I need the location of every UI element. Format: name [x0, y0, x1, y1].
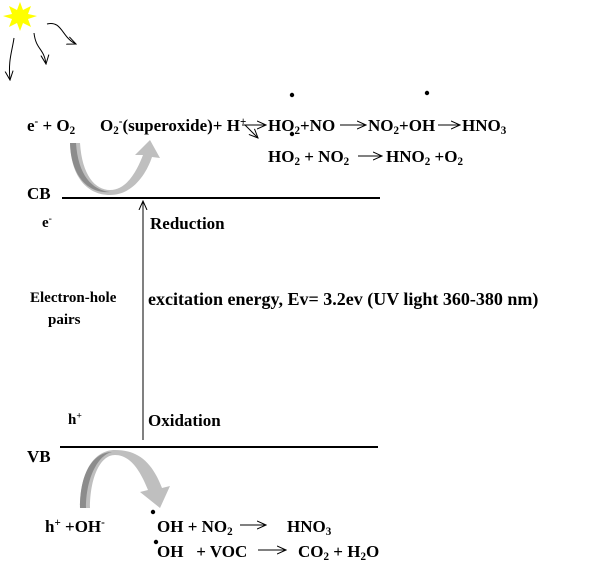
formula-segment: 2	[113, 124, 119, 137]
formula-segment: 2	[294, 155, 300, 168]
formula-segment: +O	[430, 147, 458, 166]
formula-segment: +	[76, 410, 82, 422]
formula-co2-h2o: CO2 + H2O	[298, 542, 380, 563]
hole-label: h+	[68, 410, 82, 428]
electron-transfer-arrow	[70, 140, 160, 195]
formula-segment: (superoxide)+ H	[122, 116, 240, 135]
formula-segment: h	[45, 517, 55, 536]
formula-segment: 2	[393, 124, 400, 137]
formula-hno3-bottom: HNO3	[287, 517, 332, 538]
reduction-label: Reduction	[150, 214, 225, 233]
formula-segment: HNO	[462, 116, 501, 135]
formula-segment: +	[54, 516, 61, 529]
formula-segment: HNO	[287, 517, 326, 536]
formula-segment: + O	[38, 116, 70, 135]
formula-segment: HO	[268, 116, 295, 135]
radical-dot	[289, 131, 295, 137]
hole-transfer-arrow	[80, 450, 170, 508]
formula-segment: +OH	[60, 517, 102, 536]
formula-ho2-no2: HO2 + NO2	[268, 147, 350, 168]
formula-ho2-no: HO2+NO	[268, 116, 336, 137]
pairs-label: pairs	[48, 312, 81, 328]
formula-segment: + NO	[299, 147, 344, 166]
light-ray-icon	[9, 37, 15, 80]
formula-h-oh: h+ +OH-	[45, 516, 105, 536]
electron-hole-label: Electron-hole	[30, 290, 117, 306]
formula-e-o2: e- + O2	[27, 115, 76, 137]
formula-segment: O	[100, 116, 114, 135]
formula-segment: e	[42, 215, 49, 231]
formula-segment: NO	[368, 116, 394, 135]
formula-no2-oh: NO2+OH	[368, 116, 436, 137]
formula-segment: O	[365, 542, 380, 561]
electron-label: e-	[42, 213, 52, 231]
formula-segment: -	[34, 115, 39, 128]
cb-label: CB	[27, 184, 51, 203]
radical-dot	[150, 509, 156, 515]
formula-segment: HNO	[386, 147, 425, 166]
oxidation-label: Oxidation	[148, 411, 221, 430]
formula-segment: h	[68, 412, 77, 428]
formula-segment: 2	[343, 155, 350, 168]
formula-oh-no2: OH + NO2	[157, 517, 233, 538]
radical-dot	[289, 92, 295, 98]
formula-segment: OH + VOC	[157, 542, 248, 561]
formula-segment: +	[239, 115, 247, 128]
formula-hno3: HNO3	[462, 116, 507, 137]
vb-label: VB	[27, 447, 51, 466]
formula-segment: +NO	[299, 116, 336, 135]
formula-segment: 2	[294, 124, 300, 137]
formula-segment: CO	[298, 542, 324, 561]
formula-segment: 3	[325, 525, 332, 538]
radical-dot	[424, 90, 430, 96]
formula-segment: e	[27, 116, 35, 135]
formula-segment: -	[118, 115, 123, 128]
formula-segment: -	[101, 516, 105, 529]
excitation-energy-label: excitation energy, Ev= 3.2ev (UV light 3…	[148, 289, 539, 309]
formula-segment: 2	[227, 525, 233, 538]
formula-segment: 2	[424, 155, 431, 168]
formula-segment: 2	[457, 155, 463, 168]
formula-segment: +OH	[399, 116, 436, 135]
reaction-arrow	[244, 124, 258, 138]
sun-icon	[3, 2, 37, 31]
radical-dot	[153, 539, 159, 545]
formula-segment: HO	[268, 147, 295, 166]
light-ray-icon	[46, 22, 76, 44]
formula-hno2-o2: HNO2 +O2	[386, 147, 463, 168]
formula-segment: 2	[360, 550, 366, 563]
formula-segment: -	[48, 213, 52, 225]
formula-superoxide: O2-(superoxide)+ H+	[100, 115, 247, 137]
formula-segment: 2	[69, 124, 76, 137]
arrow-shade	[80, 452, 112, 508]
formula-segment: 2	[323, 550, 330, 563]
formula-segment: 3	[500, 124, 507, 137]
light-ray-icon	[33, 32, 46, 64]
formula-oh-voc: OH + VOC	[157, 543, 247, 560]
formula-segment: OH + NO	[157, 517, 228, 536]
arrow-shade	[70, 143, 110, 193]
formula-segment: + H	[329, 542, 361, 561]
